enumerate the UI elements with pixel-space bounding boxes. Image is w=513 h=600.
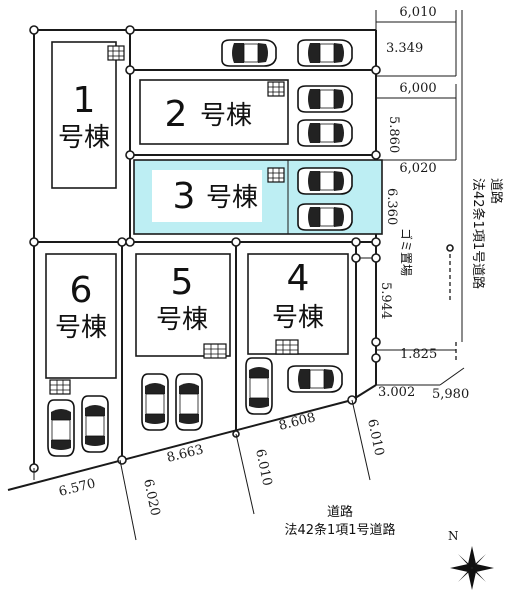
side-road-label: 道路 法42条1項1号道路 [470,178,504,289]
dim-front-8663: 8.663 [165,442,205,466]
meter-boxes [49,45,299,395]
building-1-number: 1 [73,80,96,121]
building-6-suffix: 号棟 [55,313,107,343]
building-2-number: 2 [165,94,188,135]
lot-boundaries [7,29,377,491]
dim-top-gap: 3.349 [386,41,423,56]
building-5-suffix: 号棟 [156,305,208,335]
dim-front-6010-mid: 6.010 [252,448,274,488]
building-2-suffix: 号棟 [200,101,252,131]
gomi-label: ゴミ置場 [399,228,414,276]
building-2: 2 号棟 [139,79,289,145]
side-road-law: 法42条1項1号道路 [470,178,486,289]
building-3-number: 3 [173,176,196,217]
dim-lot3-depth: 6.360 [384,188,399,225]
car-icon [297,203,353,231]
survey-marker [446,244,454,252]
car-icon [175,373,203,431]
dim-top-width-3: 6,020 [399,161,436,176]
front-road-law: 法42条1項1号道路 [284,522,395,538]
dim-top-width-1: 6,010 [399,5,436,20]
building-3-suffix: 号棟 [206,183,258,213]
car-icon [245,357,273,415]
dim-lot4-depth: 5.944 [378,282,393,319]
car-icon [297,119,353,147]
car-icon [297,85,353,113]
dimension-lines [33,10,465,541]
dim-lot4-small: 1.825 [400,347,437,362]
building-6: 6 号棟 [45,253,117,379]
car-icon [297,167,353,195]
building-1: 1 号棟 [51,41,117,189]
building-1-suffix: 号棟 [58,123,110,153]
front-road-label: 道路 法42条1項1号道路 [284,504,395,538]
dim-corner-width: 5,980 [432,387,469,402]
building-4-suffix: 号棟 [272,303,324,333]
car-icon [81,395,109,453]
building-6-number: 6 [70,270,93,311]
parking-cars [47,39,353,457]
side-road-name: 道路 [488,178,504,204]
building-4: 4 号棟 [247,253,349,355]
building-5: 5 号棟 [135,253,231,357]
dim-front-6020: 6.020 [140,478,162,518]
car-icon [47,399,75,457]
compass-north-label: N [448,529,459,543]
dim-front-6570: 6.570 [57,476,97,500]
building-4-number: 4 [287,258,310,299]
dim-front-6010-right: 6.010 [364,418,386,458]
car-icon [287,365,343,393]
front-road-name: 道路 [327,504,353,520]
building-5-number: 5 [171,262,194,303]
dim-top-width-2: 6,000 [399,81,436,96]
dim-corner-small: 3.002 [378,385,415,400]
car-icon [221,39,277,67]
dim-lot2-depth: 5.860 [386,116,401,153]
dim-front-8608: 8.608 [277,410,317,434]
compass-icon [450,546,494,590]
car-icon [297,39,353,67]
car-icon [141,373,169,431]
